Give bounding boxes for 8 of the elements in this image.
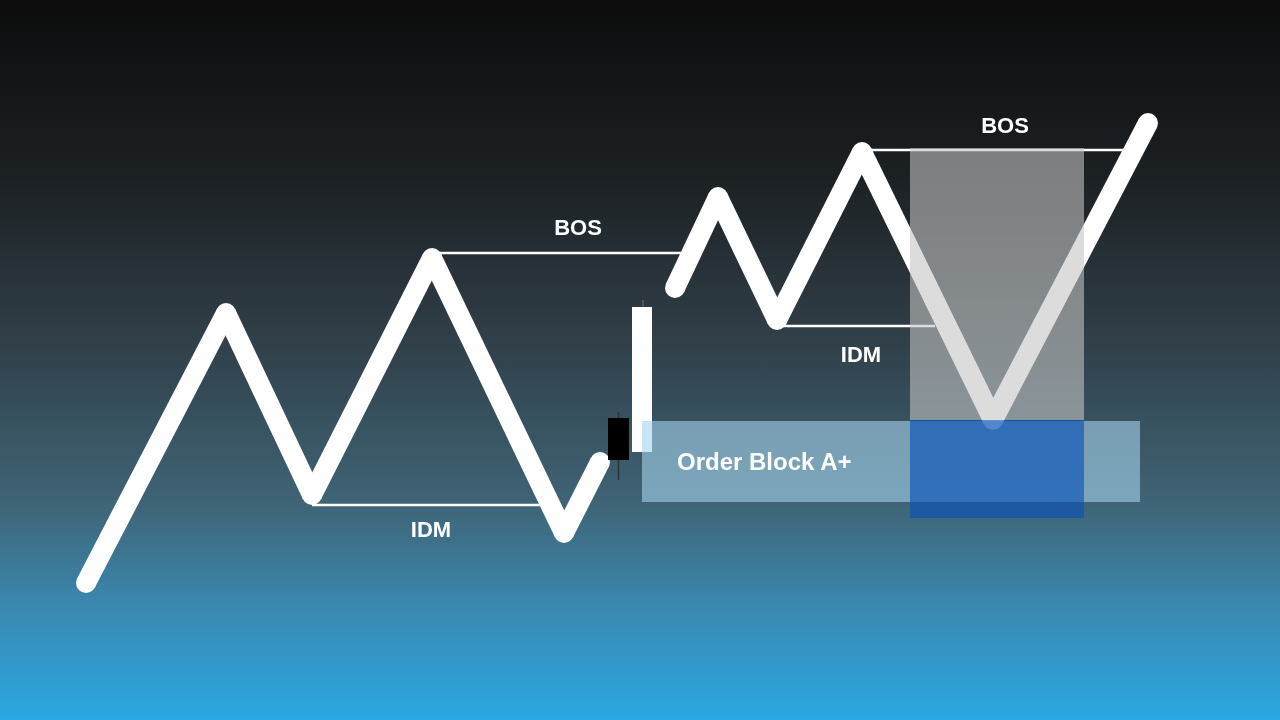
- level-label: IDM: [840, 342, 882, 368]
- level-label: IDM: [410, 517, 452, 543]
- level-label: BOS: [554, 215, 602, 241]
- level-label: BOS: [981, 113, 1029, 139]
- overlap-zone: [910, 420, 1084, 518]
- zone-box: [642, 421, 1140, 502]
- shaded-zone: [910, 148, 1084, 420]
- zone-label: Order Block A+: [677, 447, 852, 476]
